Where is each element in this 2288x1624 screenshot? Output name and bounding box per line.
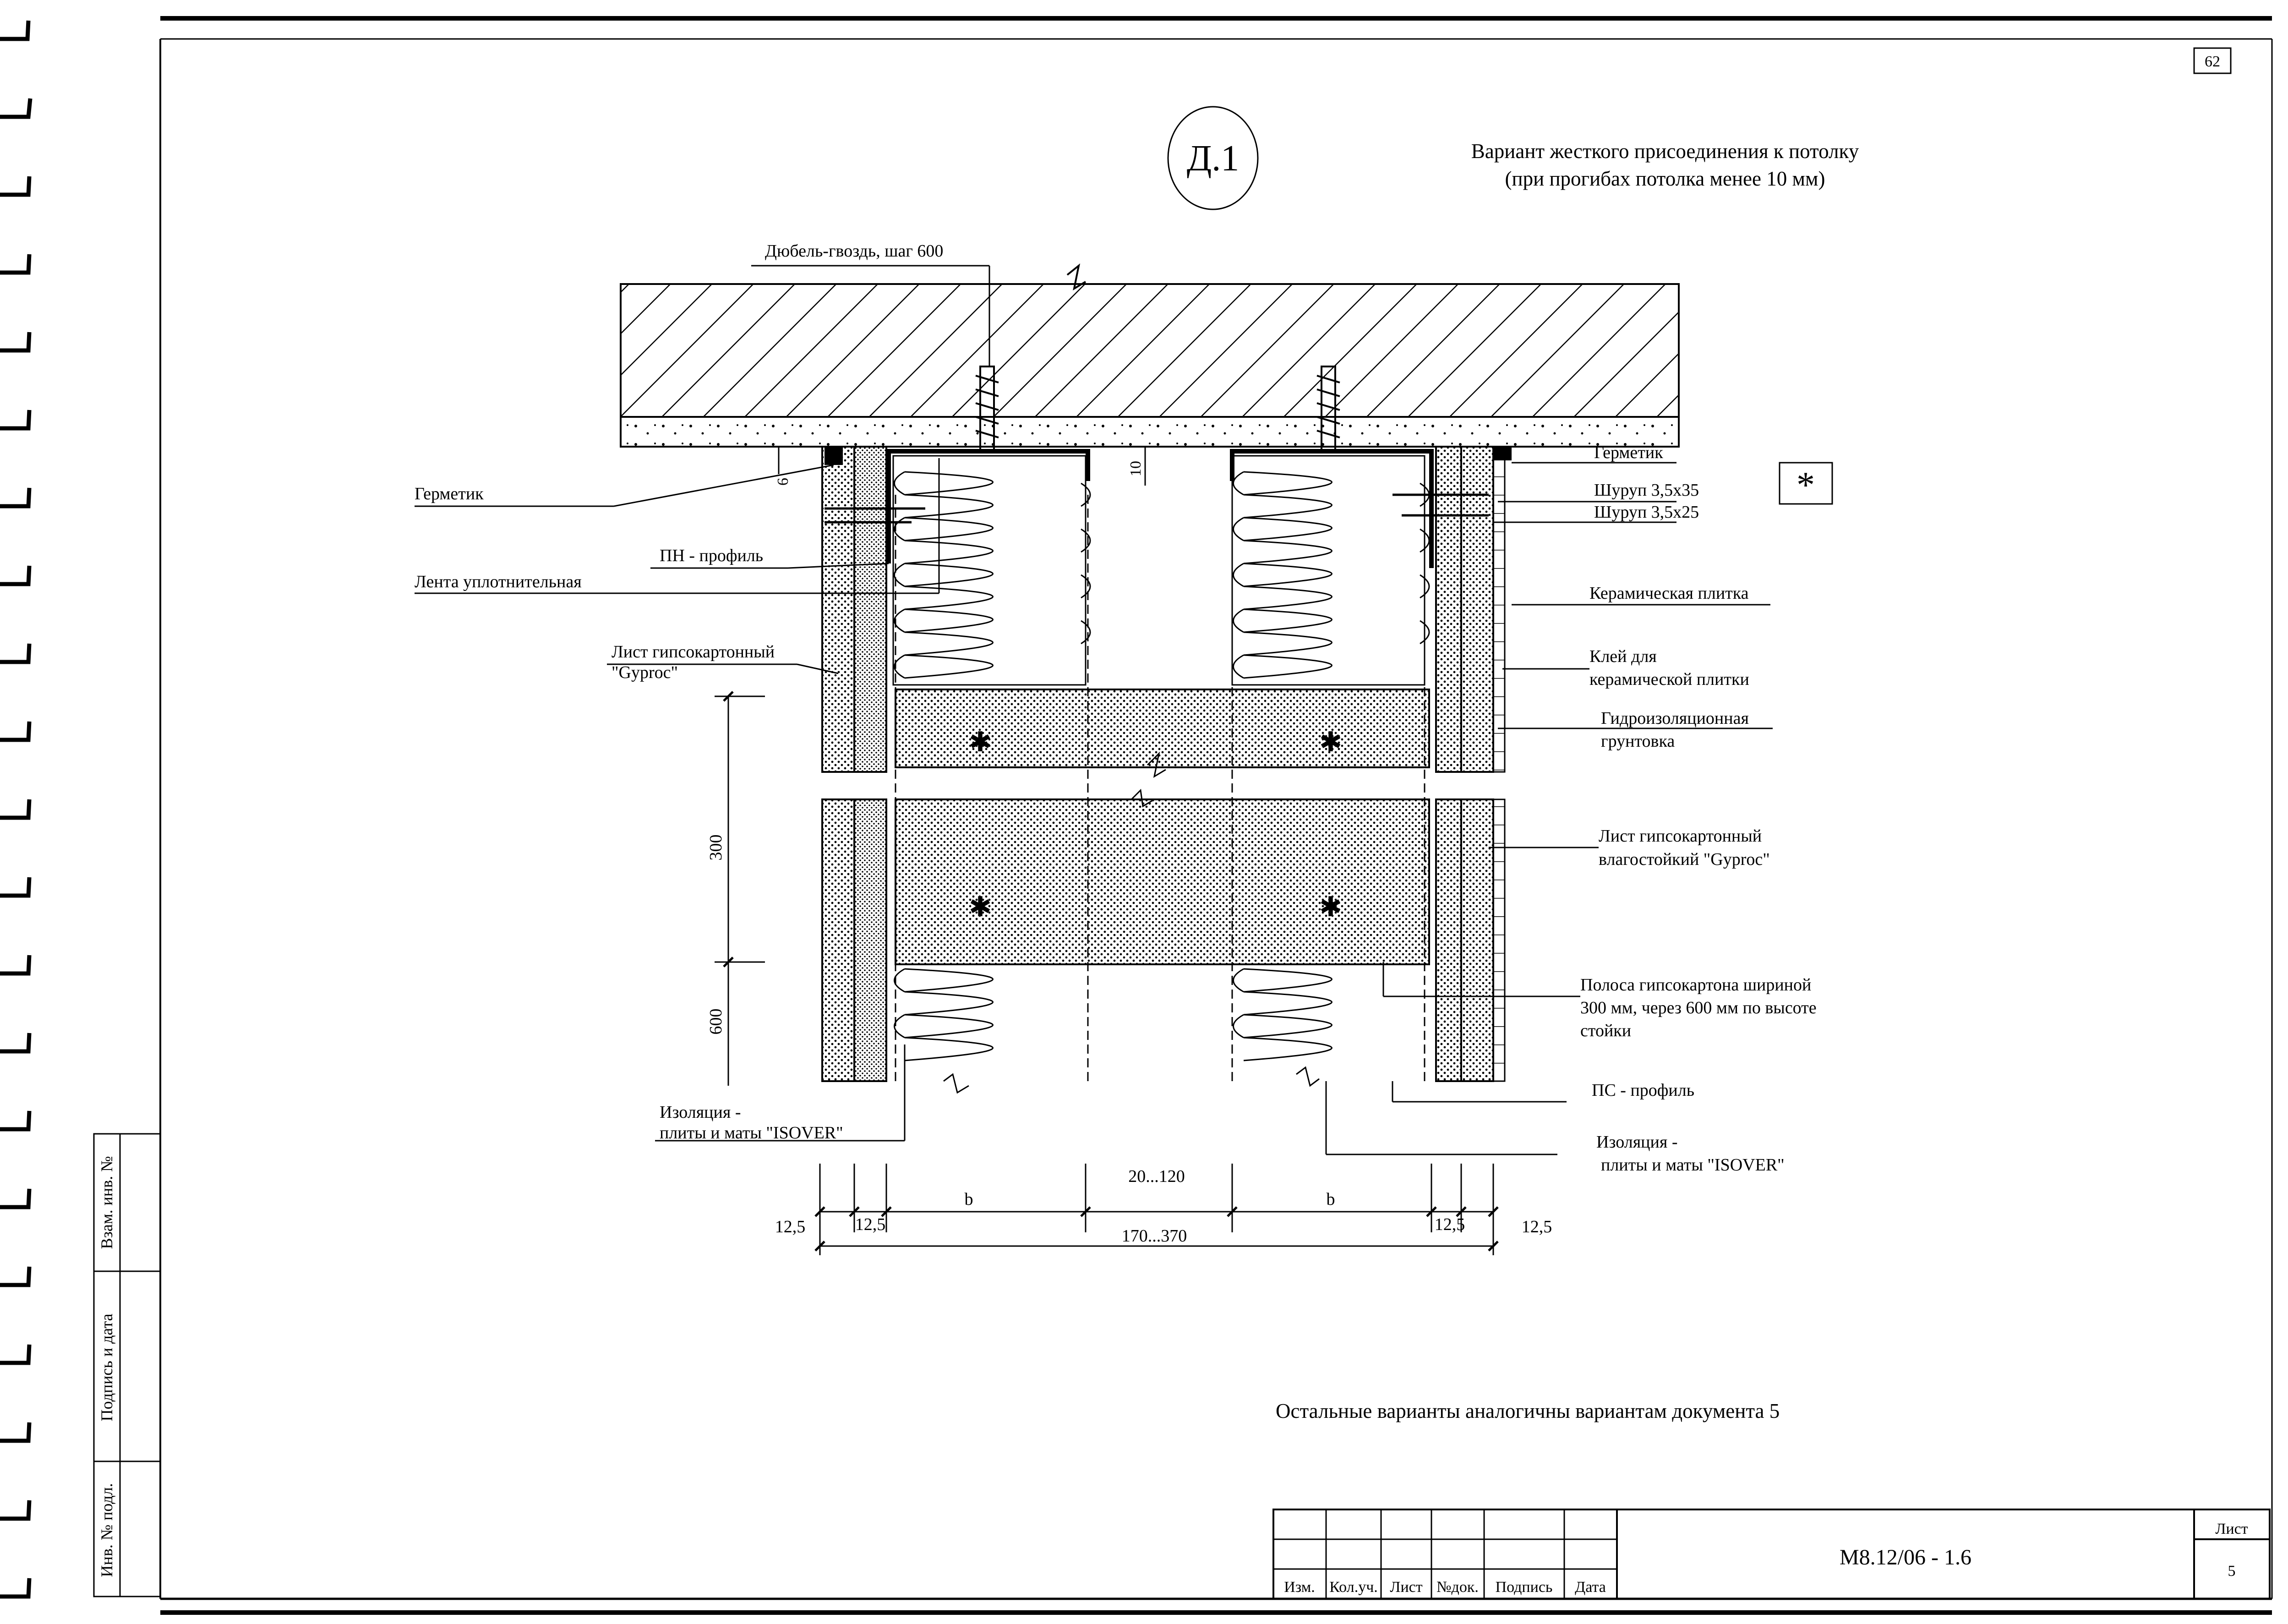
detail-mark-circle	[1167, 106, 1259, 210]
side-stamp	[93, 1133, 161, 1597]
dim-300: 300	[706, 835, 726, 861]
dowel-right	[1316, 366, 1340, 452]
right-wall-top	[1230, 446, 1512, 773]
label-gkl-line1: Лист гипсокартонный	[612, 642, 775, 662]
detail-mark: Д.1	[1187, 138, 1240, 179]
dim-12-5-outer-left: 12,5	[775, 1217, 806, 1236]
tb-data: Дата	[1575, 1579, 1606, 1596]
screws	[825, 493, 1489, 524]
title-block	[1272, 1509, 2271, 1600]
label-pn-profile: ПН - профиль	[660, 546, 763, 565]
title-line1: Вариант жесткого присоединения к потолку	[1471, 140, 1859, 163]
tb-podpis: Подпись	[1496, 1579, 1553, 1596]
label-screw-25: Шуруп 3,5х25	[1594, 503, 1699, 522]
sheet-frame	[159, 16, 2273, 1615]
gkl-strip-top	[895, 689, 1430, 768]
label-insulation-right-1: Изоляция -	[1596, 1132, 1677, 1152]
label-sealing-tape: Лента уплотнительная	[415, 572, 582, 591]
label-sealant-left: Герметик	[415, 484, 484, 503]
stamp-vzam: Взам. инв. №	[98, 1156, 116, 1249]
label-gkl-moist-2: влагостойкий "Gyproc"	[1599, 850, 1770, 869]
label-screw-35: Шуруп 3,5х35	[1594, 481, 1699, 500]
star-box	[1779, 462, 1833, 505]
label-gkl-moist-1: Лист гипсокартонный	[1599, 826, 1762, 846]
screw-mark-1: ✱	[969, 727, 992, 757]
dim-gap-10: 10	[1127, 461, 1144, 476]
dim-total: 170...370	[1122, 1226, 1187, 1246]
wall-bottom: ✱ ✱	[821, 495, 1506, 1094]
callouts: Дюбель-гвоздь, шаг 600 Герметик ПН - про…	[415, 241, 1817, 1175]
screw-mark-3: ✱	[969, 892, 992, 922]
stamp-inv: Инв. № подл.	[98, 1483, 116, 1577]
concrete-slab	[620, 263, 1680, 448]
label-insulation-right-2: плиты и маты "ISOVER"	[1601, 1155, 1785, 1175]
label-gkl-line2: "Gyproc"	[612, 663, 678, 682]
footnote: Остальные варианты аналогичны вариантам …	[1276, 1400, 1780, 1422]
dimension-lines	[715, 447, 1499, 1255]
page-number-top: 62	[2205, 53, 2220, 70]
label-tile-adhesive-2: керамической плитки	[1589, 670, 1749, 689]
dim-12-5-outer-right: 12,5	[1522, 1217, 1552, 1236]
label-sealant-right: Герметик	[1594, 443, 1663, 462]
tb-izm: Изм.	[1284, 1579, 1315, 1596]
label-ps-profile: ПС - профиль	[1592, 1081, 1694, 1100]
dim-b-right: b	[1327, 1190, 1335, 1209]
dim-12-5-inner-right: 12,5	[1435, 1215, 1465, 1234]
screw-mark-2: ✱	[1319, 727, 1342, 757]
binding-marks	[0, 20, 33, 1599]
stamp-podpis: Подпись и дата	[98, 1313, 116, 1421]
label-strip-2: 300 мм, через 600 мм по высоте	[1580, 998, 1817, 1017]
label-strip-1: Полоса гипсокартона шириной	[1580, 975, 1811, 995]
tb-list: Лист	[1390, 1579, 1422, 1596]
dim-600: 600	[706, 1009, 726, 1035]
label-tile-adhesive-1: Клей для	[1589, 647, 1657, 666]
label-waterproof-1: Гидроизоляционная	[1601, 709, 1749, 728]
screw-mark-4: ✱	[1319, 892, 1342, 922]
label-dowel: Дюбель-гвоздь, шаг 600	[765, 241, 943, 261]
dim-12-5-inner-left: 12,5	[855, 1215, 886, 1234]
dowel-left	[975, 366, 999, 452]
tb-sheet-number: 5	[2228, 1563, 2236, 1580]
title-line2: (при прогибах потолка менее 10 мм)	[1505, 167, 1825, 190]
tb-sheet-label: Лист	[2215, 1520, 2248, 1537]
dim-gap-6: 6	[775, 478, 792, 486]
star-box-symbol: *	[1797, 465, 1815, 505]
dimension-text: 6 10 300 600 20...120 b b 12,5 12,5 12,5…	[706, 461, 1552, 1246]
label-waterproof-2: грунтовка	[1601, 732, 1675, 751]
label-strip-3: стойки	[1580, 1021, 1631, 1040]
tb-cipher: М8.12/06 - 1.6	[1840, 1545, 1971, 1569]
label-insulation-left-1: Изоляция -	[660, 1103, 741, 1122]
dim-20-120: 20...120	[1128, 1167, 1185, 1186]
tb-ndok: №док.	[1436, 1579, 1479, 1596]
tb-kolvo: Кол.уч.	[1329, 1579, 1378, 1596]
dim-b-left: b	[965, 1190, 973, 1209]
label-ceramic-tile: Керамическая плитка	[1589, 584, 1749, 603]
title-block-headers: Изм. Кол.уч. Лист №док. Подпись Дата	[1284, 1579, 1606, 1596]
leader-lines	[415, 265, 1773, 1155]
label-insulation-left-2: плиты и маты "ISOVER"	[660, 1123, 843, 1143]
